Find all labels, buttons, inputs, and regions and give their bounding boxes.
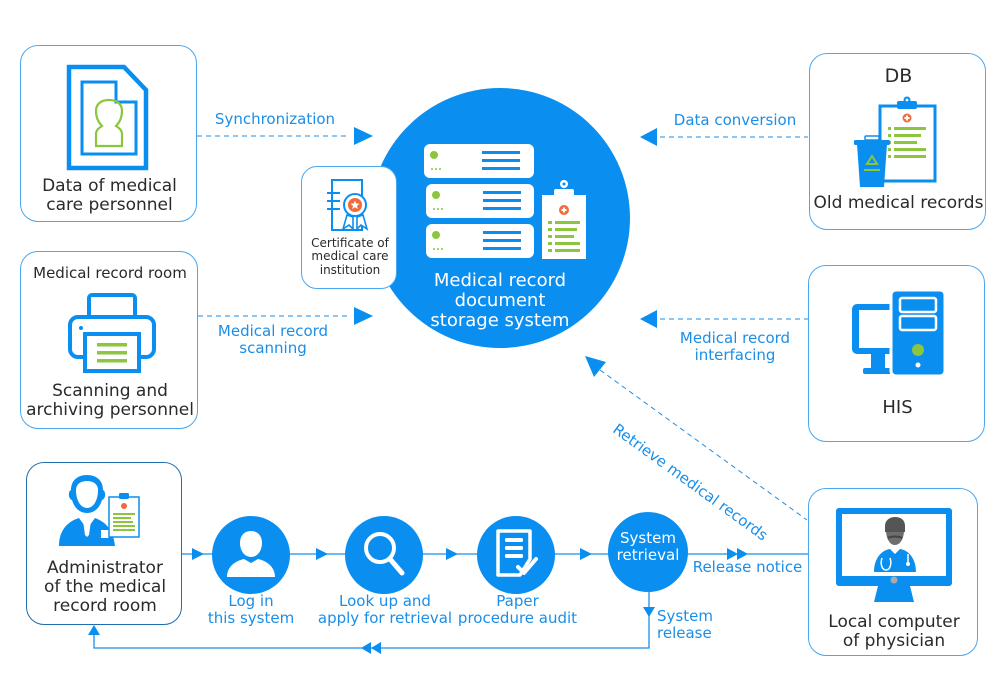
storage-system-title: Medical record document storage system xyxy=(415,270,585,332)
synchronization-label: Synchronization xyxy=(214,110,336,128)
synchronization-arrowhead xyxy=(354,127,373,145)
record-room-label-line: Scanning and xyxy=(52,381,168,401)
flow-arrow-2 xyxy=(316,548,328,560)
search-icon xyxy=(364,532,405,576)
interfacing-label: Medical record interfacing xyxy=(667,330,803,364)
old-records-label: Old medical records xyxy=(813,193,984,213)
his-box[interactable]: HIS xyxy=(808,265,985,442)
system-retrieval-circle[interactable]: System retrieval xyxy=(608,512,688,592)
old-records-box[interactable]: DB Old medical records xyxy=(809,53,986,230)
personnel-data-label-line: care personnel xyxy=(46,195,173,216)
lookup-step-circle[interactable] xyxy=(344,515,424,595)
server-stack-with-clipboard-icon xyxy=(424,144,586,259)
system-retrieval-label-line: System xyxy=(620,529,676,547)
administrator-with-clipboard-icon xyxy=(59,475,140,546)
retrieve-arrow-line xyxy=(599,369,808,521)
personnel-data-label-line: Data of medical xyxy=(42,176,177,196)
personnel-data-label: Data of medical care personnel xyxy=(21,176,198,216)
storage-system-title-line: Medical record xyxy=(433,270,567,291)
system-release-down-arrow xyxy=(643,607,655,617)
desktop-computer-icon xyxy=(852,288,947,378)
return-arrow-b xyxy=(371,642,381,654)
lookup-step-label-line: apply for retrieval xyxy=(317,608,453,627)
flow-arrow-4 xyxy=(580,548,592,560)
record-room-box[interactable]: Medical record room Scanning and archivi… xyxy=(20,251,198,429)
document-check-icon xyxy=(496,529,538,577)
system-release-label: System release xyxy=(657,607,713,642)
physician-box[interactable]: Local computer of physician xyxy=(808,488,978,656)
admin-label-line: record room xyxy=(53,596,157,617)
scanning-arrowhead xyxy=(354,307,373,325)
release-notice-label: Release notice xyxy=(692,558,803,576)
certificate-label-line: institution xyxy=(319,262,381,277)
recycle-bin-clipboard-icon xyxy=(854,96,937,187)
flow-arrow-1 xyxy=(192,548,204,560)
data-conversion-label: Data conversion xyxy=(673,111,797,129)
personnel-data-box[interactable]: Data of medical care personnel xyxy=(20,45,197,222)
interfacing-arrowhead xyxy=(640,310,657,328)
release-notice-arrow-a xyxy=(727,548,738,560)
return-arrow-a xyxy=(361,642,371,654)
interfacing-label-line: interfacing xyxy=(694,345,776,364)
record-room-header: Medical record room xyxy=(33,264,187,282)
admin-label: Administrator of the medical record room xyxy=(27,558,183,617)
certificate-label: Certificate of medical care institution xyxy=(302,236,398,277)
system-retrieval-label-line: retrieval xyxy=(616,545,680,564)
certificate-box[interactable]: Certificate of medical care institution xyxy=(301,166,397,289)
audit-step-circle[interactable] xyxy=(476,515,556,595)
record-room-label-line: archiving personnel xyxy=(26,400,194,421)
physician-label: Local computer of physician xyxy=(809,612,979,652)
audit-step-label-line: procedure audit xyxy=(457,608,578,627)
his-label: HIS xyxy=(882,397,913,418)
user-icon xyxy=(227,531,275,577)
admin-box[interactable]: Administrator of the medical record room xyxy=(26,462,182,625)
certificate-label-line: medical care xyxy=(311,249,389,264)
certificate-ribbon-icon xyxy=(327,179,369,231)
admin-label-line: of the medical xyxy=(43,577,167,598)
scanning-label-line: Medical record xyxy=(217,322,329,340)
login-step-label-line: Log in xyxy=(228,592,274,610)
record-room-label: Scanning and archiving personnel xyxy=(21,381,199,421)
scanning-label: Medical record scanning xyxy=(208,323,338,357)
system-retrieval-label: System retrieval xyxy=(608,530,688,564)
lookup-step-label-line: Look up and xyxy=(339,592,431,610)
flow-arrow-3 xyxy=(446,548,458,560)
scanning-label-line: scanning xyxy=(239,338,307,357)
storage-system-title-line: storage system xyxy=(430,310,570,332)
certificate-label-line: Certificate of xyxy=(311,236,389,250)
login-step-circle[interactable] xyxy=(211,515,291,595)
db-header: DB xyxy=(884,65,913,87)
login-step-label: Log in this system xyxy=(196,593,306,627)
interfacing-label-line: Medical record xyxy=(679,329,791,347)
monitor-doctor-icon xyxy=(836,508,952,602)
admin-up-arrow xyxy=(88,625,100,635)
release-notice-arrow-b xyxy=(737,548,748,560)
retrieve-arrowhead xyxy=(585,356,606,377)
data-conversion-arrowhead xyxy=(640,128,657,146)
login-step-label-line: this system xyxy=(207,608,295,627)
physician-label-line: of physician xyxy=(842,631,946,652)
audit-step-label-line: Paper xyxy=(496,592,539,610)
audit-step-label: Paper procedure audit xyxy=(450,593,585,627)
storage-system-title-line: document xyxy=(454,290,546,312)
document-person-icon xyxy=(66,64,149,171)
doctor-icon xyxy=(874,517,916,572)
lookup-step-label: Look up and apply for retrieval xyxy=(310,593,460,627)
admin-label-line: Administrator xyxy=(47,558,163,578)
physician-label-line: Local computer xyxy=(828,612,960,632)
printer-scanner-icon xyxy=(68,293,156,373)
